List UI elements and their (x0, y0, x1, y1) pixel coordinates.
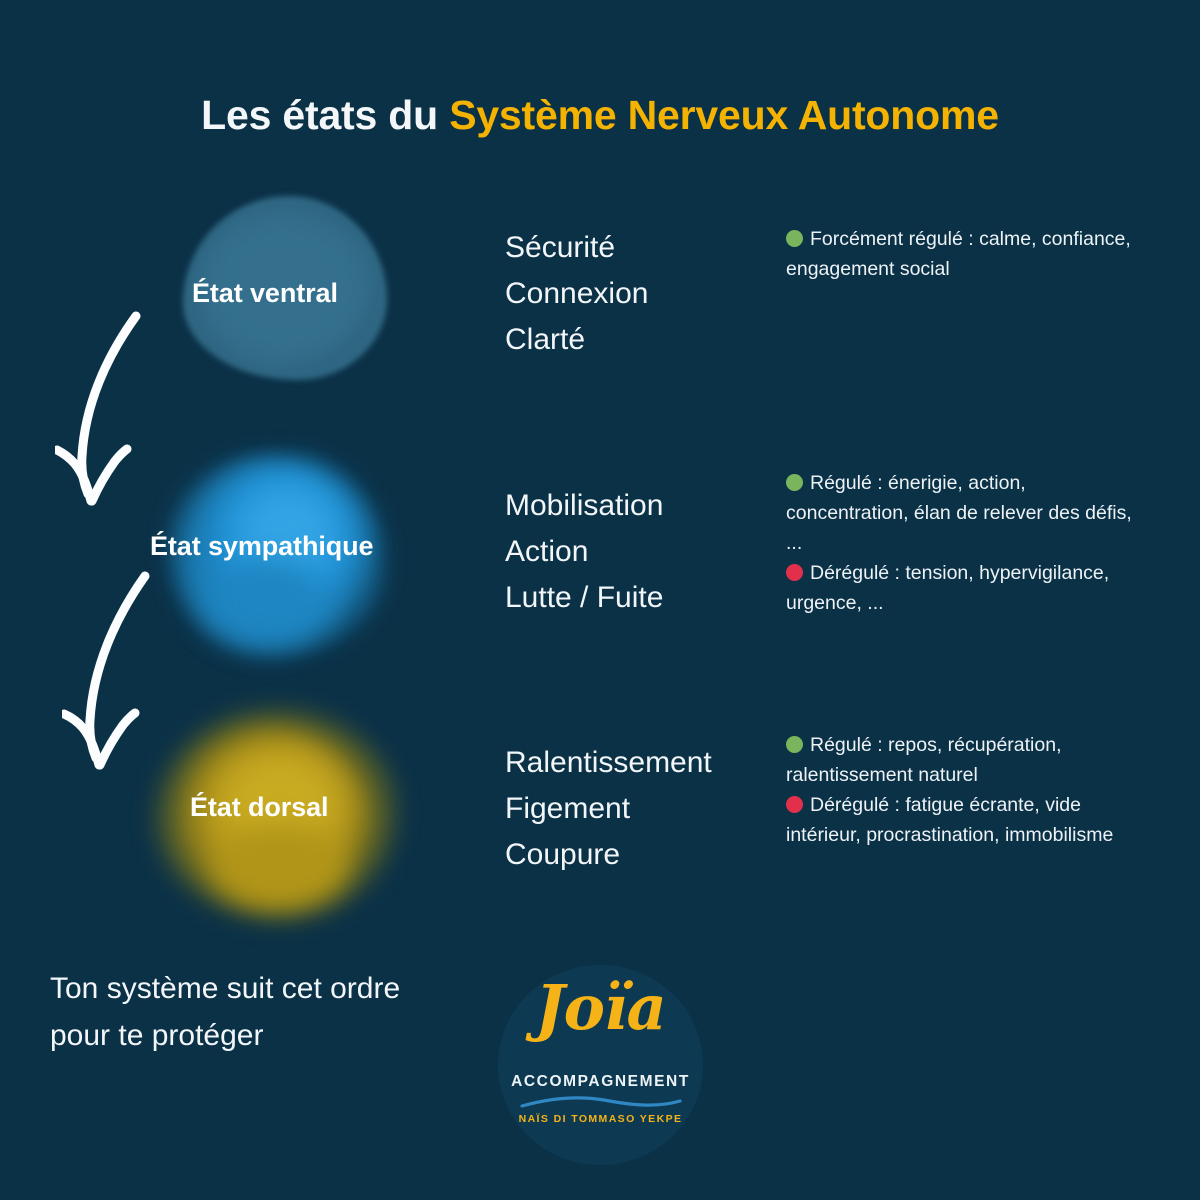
logo-circle-backdrop (498, 965, 703, 1165)
red-dot-icon (786, 564, 803, 581)
blob-ventral (175, 190, 395, 385)
keyword-item: Mobilisation (505, 489, 664, 522)
keyword-item: Action (505, 535, 589, 568)
detail-text: Forcément régulé : calme, confiance, eng… (786, 228, 1131, 280)
green-dot-icon (786, 474, 803, 491)
keyword-item: Ralentissement (505, 746, 712, 779)
blob-sympathique-layer-lower (205, 558, 325, 644)
detail-item: Régulé : repos, récupération, ralentisse… (786, 730, 1146, 790)
keyword-item: Sécurité (505, 231, 616, 264)
detail-item: Régulé : énerigie, action, concentration… (786, 468, 1146, 558)
keywords-ventral: Sécurité Connexion Clarté (505, 225, 648, 363)
blob-ventral-layer-core (209, 224, 359, 352)
logo-tagline: NAÏS DI TOMMASO YEKPE (518, 1113, 683, 1125)
keyword-item: Clarté (505, 323, 586, 356)
detail-item: Dérégulé : tension, hypervigilance, urge… (786, 558, 1146, 618)
blob-label-sympathique: État sympathique (150, 531, 374, 561)
keyword-item: Lutte / Fuite (505, 581, 664, 614)
logo-wave-icon (520, 1095, 682, 1111)
logo-subtitle: ACCOMPAGNEMENT (511, 1073, 690, 1090)
keywords-sympathique: Mobilisation Action Lutte / Fuite (505, 483, 663, 621)
details-ventral: Forcément régulé : calme, confiance, eng… (786, 224, 1146, 284)
page-title: Les états du Système Nerveux Autonome (0, 92, 1200, 139)
brand-logo: Joïa ACCOMPAGNEMENT NAÏS DI TOMMASO YEKP… (498, 965, 703, 1165)
blob-dorsal (155, 706, 400, 924)
page-title-white-part: Les états du (201, 92, 450, 138)
green-dot-icon (786, 230, 803, 247)
keyword-item: Figement (505, 792, 631, 825)
blob-sympathique (165, 448, 390, 663)
blob-dorsal-layer-lower (215, 824, 345, 906)
keyword-item: Coupure (505, 838, 621, 871)
keyword-item: Connexion (505, 277, 649, 310)
page-title-gold-part: Système Nerveux Autonome (449, 92, 999, 138)
blob-label-dorsal: État dorsal (190, 792, 329, 822)
green-dot-icon (786, 736, 803, 753)
details-dorsal: Régulé : repos, récupération, ralentisse… (786, 730, 1146, 850)
arrow-ventral-to-sympathique-icon (52, 308, 205, 518)
blob-label-ventral: État ventral (192, 278, 338, 308)
detail-item: Forcément régulé : calme, confiance, eng… (786, 224, 1146, 284)
keywords-dorsal: Ralentissement Figement Coupure (505, 740, 712, 878)
logo-script-text: Joïa (535, 971, 666, 1044)
detail-text: Dérégulé : fatigue écrante, vide intérie… (786, 794, 1114, 846)
detail-text: Régulé : énerigie, action, concentration… (786, 472, 1132, 554)
detail-text: Dérégulé : tension, hypervigilance, urge… (786, 562, 1110, 614)
detail-item: Dérégulé : fatigue écrante, vide intérie… (786, 790, 1146, 850)
red-dot-icon (786, 796, 803, 813)
footnote-text: Ton système suit cet ordre pour te proté… (50, 972, 401, 1052)
details-sympathique: Régulé : énerigie, action, concentration… (786, 468, 1146, 618)
arrow-sympathique-to-dorsal-icon (59, 568, 212, 788)
detail-text: Régulé : repos, récupération, ralentisse… (786, 734, 1062, 786)
